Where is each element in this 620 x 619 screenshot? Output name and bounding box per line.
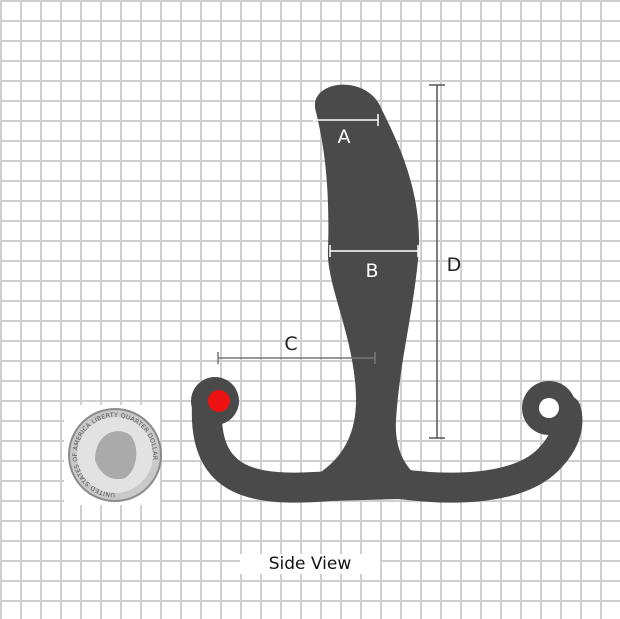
coin: UNITED STATES OF AMERICA LIBERTY QUARTER… <box>64 405 162 505</box>
caption: Side View <box>240 554 380 574</box>
label-b: B <box>365 260 378 282</box>
dimension-a <box>313 114 379 126</box>
hole-icon <box>539 398 559 418</box>
label-c: C <box>284 333 297 355</box>
red-dot-marker <box>208 390 230 412</box>
label-a: A <box>338 126 351 148</box>
device-body <box>191 84 583 503</box>
dimension-d <box>429 84 445 439</box>
label-d: D <box>447 254 462 276</box>
dimension-b <box>329 245 419 257</box>
dimension-c <box>217 352 376 364</box>
